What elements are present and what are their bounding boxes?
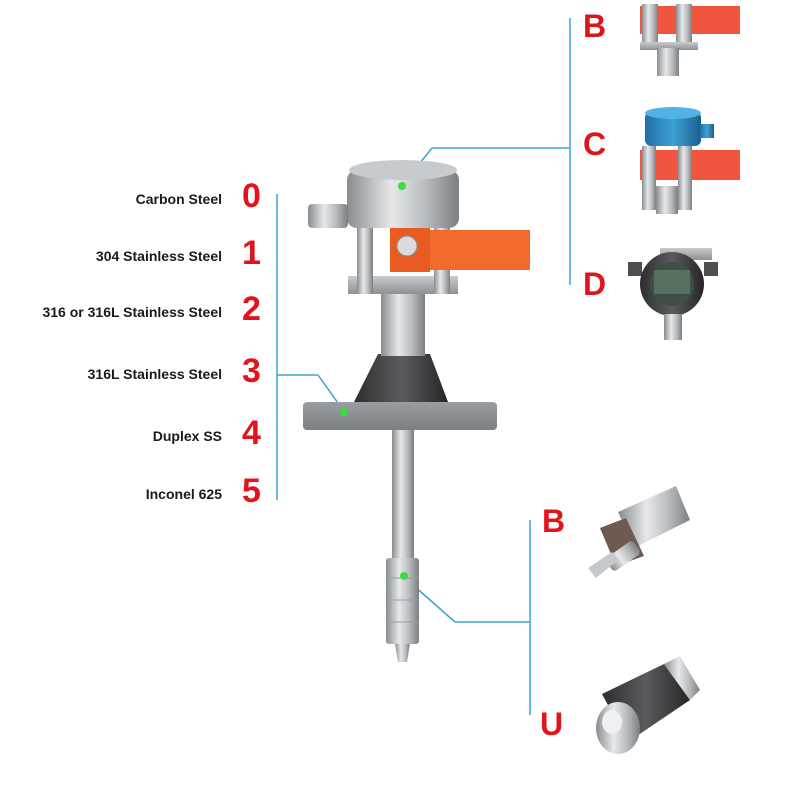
material-label-1: 304 Stainless Steel: [95, 248, 222, 264]
material-label-3: 316L Stainless Steel: [87, 366, 222, 382]
probe-option-u: U: [540, 706, 564, 742]
material-code-3: 3: [242, 352, 261, 390]
housing-option-d: D: [583, 266, 607, 302]
material-code-5: 5: [242, 472, 261, 510]
probe-bracket: [404, 520, 531, 715]
probe-option-b: B: [542, 503, 566, 539]
housing-option-b: B: [583, 8, 607, 44]
material-code-1: 1: [242, 234, 261, 272]
material-label-0: Carbon Steel: [135, 191, 222, 207]
housing-option-c-image: [640, 107, 740, 214]
material-label-2: 316 or 316L Stainless Steel: [42, 304, 222, 320]
material-label-4: Duplex SS: [152, 428, 222, 444]
level-switch-main: [303, 160, 530, 662]
material-label-5: Inconel 625: [145, 486, 222, 502]
probe-option-u-image: [596, 656, 700, 754]
material-bracket: [276, 194, 344, 500]
material-code-2: 2: [242, 290, 261, 328]
material-code-4: 4: [242, 414, 261, 452]
housing-option-c: C: [583, 126, 607, 162]
housing-option-d-image: [628, 248, 718, 340]
material-code-0: 0: [242, 177, 261, 215]
probe-option-b-image: [588, 486, 690, 578]
housing-option-b-image: [640, 4, 740, 76]
